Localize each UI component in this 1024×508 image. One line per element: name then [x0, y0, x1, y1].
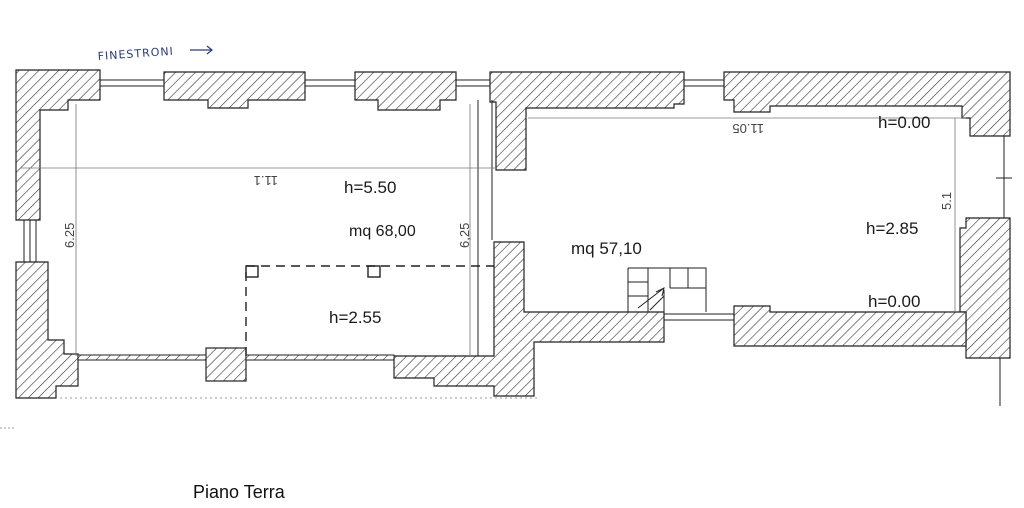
wall-bottom-left [15, 261, 79, 399]
wall-bottom-right [733, 305, 967, 347]
walls [15, 69, 1011, 399]
room-left-width-dim: 11.1 [254, 173, 278, 188]
room-left-height-label: h=5.50 [344, 178, 396, 197]
room-right-height-top-label: h=0.00 [878, 113, 930, 132]
annotation-finestroni: FINESTRONI [97, 45, 174, 63]
wall-top-right [723, 71, 1011, 137]
wall-bottom-pier [205, 347, 247, 382]
room-left-loft-height-label: h=2.55 [329, 308, 381, 327]
room-left-depth-dim-left: 6.25 [62, 223, 77, 248]
room-left-depth-dim-right: 6,25 [457, 223, 472, 248]
wall-central-top [489, 71, 685, 171]
loft-outline [245, 265, 494, 356]
room-right-height-mid-label: h=2.85 [866, 219, 918, 238]
wall-top-pier-2 [354, 71, 457, 111]
dimension-lines [0, 104, 966, 429]
annotation-arrow [190, 45, 213, 55]
room-right-height-bottom-label: h=0.00 [868, 292, 920, 311]
window-lines [23, 79, 1012, 406]
wall-top-left-corner [15, 69, 101, 221]
staircase [627, 267, 707, 313]
floor-caption: Piano Terra [193, 482, 285, 502]
wall-right-pier [959, 217, 1011, 359]
wall-central-lower [393, 241, 665, 397]
room-left-area-label: mq 68,00 [349, 223, 416, 240]
room-right-width-dim: 11.05 [732, 121, 764, 136]
room-right-area-label: mq 57,10 [571, 239, 642, 258]
room-right-depth-dim: 5.1 [939, 192, 954, 210]
wall-top-pier-1 [163, 71, 306, 109]
